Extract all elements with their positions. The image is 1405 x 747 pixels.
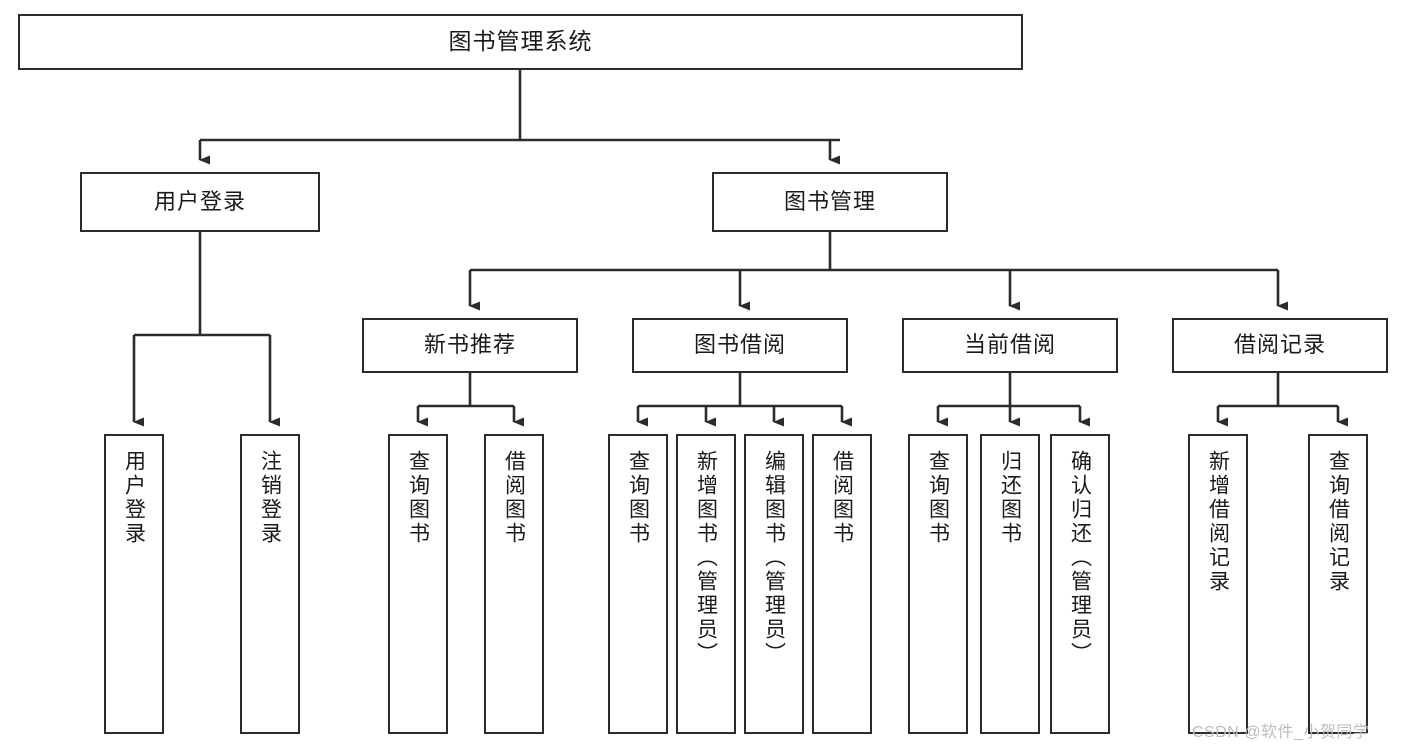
node-label: 新增借阅记录 <box>1206 450 1230 594</box>
wire-group-current-borrow <box>936 373 1090 427</box>
node-label: 图书借阅 <box>693 332 786 358</box>
node-root-system[interactable]: 图书管理系统 <box>18 14 1023 70</box>
node-user-login[interactable]: 用户登录 <box>80 172 320 232</box>
node-leaf-confirm-return[interactable]: 确认归还（管理员） <box>1050 434 1110 734</box>
node-leaf-query-book-2[interactable]: 查询图书 <box>608 434 668 734</box>
csdn-watermark: CSDN @软件_小贺同学 <box>1192 724 1370 741</box>
wire-group-book-borrow <box>636 373 852 427</box>
node-leaf-borrow-book-1[interactable]: 借阅图书 <box>484 434 544 734</box>
node-book-borrow[interactable]: 图书借阅 <box>632 318 848 373</box>
node-leaf-add-book[interactable]: 新增图书（管理员） <box>676 434 736 734</box>
node-leaf-query-book-3[interactable]: 查询图书 <box>908 434 968 734</box>
node-borrow-record[interactable]: 借阅记录 <box>1172 318 1388 373</box>
node-label: 查询借阅记录 <box>1326 450 1350 594</box>
node-leaf-return-book[interactable]: 归还图书 <box>980 434 1040 734</box>
node-leaf-logout-login[interactable]: 注销登录 <box>240 434 300 734</box>
wire-group-new-book-recommend <box>416 373 524 427</box>
node-book-management[interactable]: 图书管理 <box>712 172 948 232</box>
node-label: 注销登录 <box>258 450 282 546</box>
node-new-book-recommend[interactable]: 新书推荐 <box>362 318 578 373</box>
node-label: 确认归还（管理员） <box>1068 450 1092 666</box>
node-label: 图书管理系统 <box>448 28 593 55</box>
node-label: 查询图书 <box>406 450 430 546</box>
wire-group-borrow-record <box>1216 373 1348 427</box>
node-label: 借阅记录 <box>1233 332 1326 358</box>
wire-group-book-management <box>468 232 1288 311</box>
node-leaf-borrow-book-2[interactable]: 借阅图书 <box>812 434 872 734</box>
node-label: 用户登录 <box>153 188 246 214</box>
node-current-borrow[interactable]: 当前借阅 <box>902 318 1118 373</box>
node-label: 当前借阅 <box>963 332 1056 358</box>
node-label: 新书推荐 <box>423 332 516 358</box>
node-label: 新增图书（管理员） <box>694 450 718 666</box>
node-label: 图书管理 <box>783 188 876 214</box>
node-leaf-query-borrow-record[interactable]: 查询借阅记录 <box>1308 434 1368 734</box>
node-label: 借阅图书 <box>502 450 526 546</box>
wire-group-root <box>198 70 840 165</box>
node-leaf-query-book-1[interactable]: 查询图书 <box>388 434 448 734</box>
node-label: 借阅图书 <box>830 450 854 546</box>
node-leaf-edit-book[interactable]: 编辑图书（管理员） <box>744 434 804 734</box>
wire-group-user-login <box>132 232 280 427</box>
node-label: 归还图书 <box>998 450 1022 546</box>
node-label: 编辑图书（管理员） <box>762 450 786 666</box>
node-label: 用户登录 <box>122 450 146 546</box>
node-leaf-add-borrow-record[interactable]: 新增借阅记录 <box>1188 434 1248 734</box>
node-label: 查询图书 <box>926 450 950 546</box>
node-label: 查询图书 <box>626 450 650 546</box>
node-leaf-user-login[interactable]: 用户登录 <box>104 434 164 734</box>
